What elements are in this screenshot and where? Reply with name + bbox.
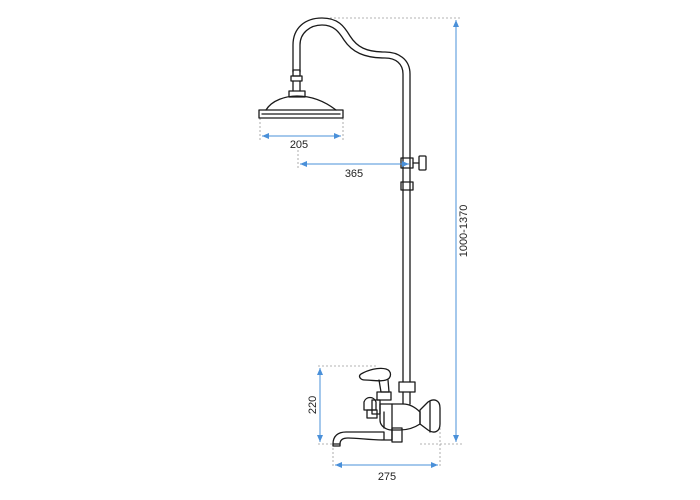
total-height-label: 1000-1370 xyxy=(458,205,470,258)
diverter-lever xyxy=(358,367,392,382)
shower-assembly xyxy=(258,17,441,447)
shower-head-neck xyxy=(288,90,306,98)
slide-knob xyxy=(418,155,427,171)
mixer-width-label: 275 xyxy=(378,471,396,483)
shower-head-rim xyxy=(258,109,344,119)
arm-reach-label: 365 xyxy=(345,168,363,180)
spout-collar xyxy=(391,427,403,443)
head-diameter-label: 205 xyxy=(290,139,308,151)
riser-base-nut xyxy=(398,381,416,393)
riser-pipe xyxy=(292,17,411,383)
mixer-height-label: 220 xyxy=(307,396,319,414)
arm-nut xyxy=(290,75,303,82)
dimension-lines xyxy=(262,20,459,468)
riser-pipe-inner xyxy=(299,24,404,383)
arm-collar xyxy=(292,69,301,77)
shower-head-dome xyxy=(265,95,337,111)
mixer-body xyxy=(379,403,421,431)
spout xyxy=(332,429,393,445)
riser-clip xyxy=(400,181,414,191)
left-handle xyxy=(363,396,377,411)
